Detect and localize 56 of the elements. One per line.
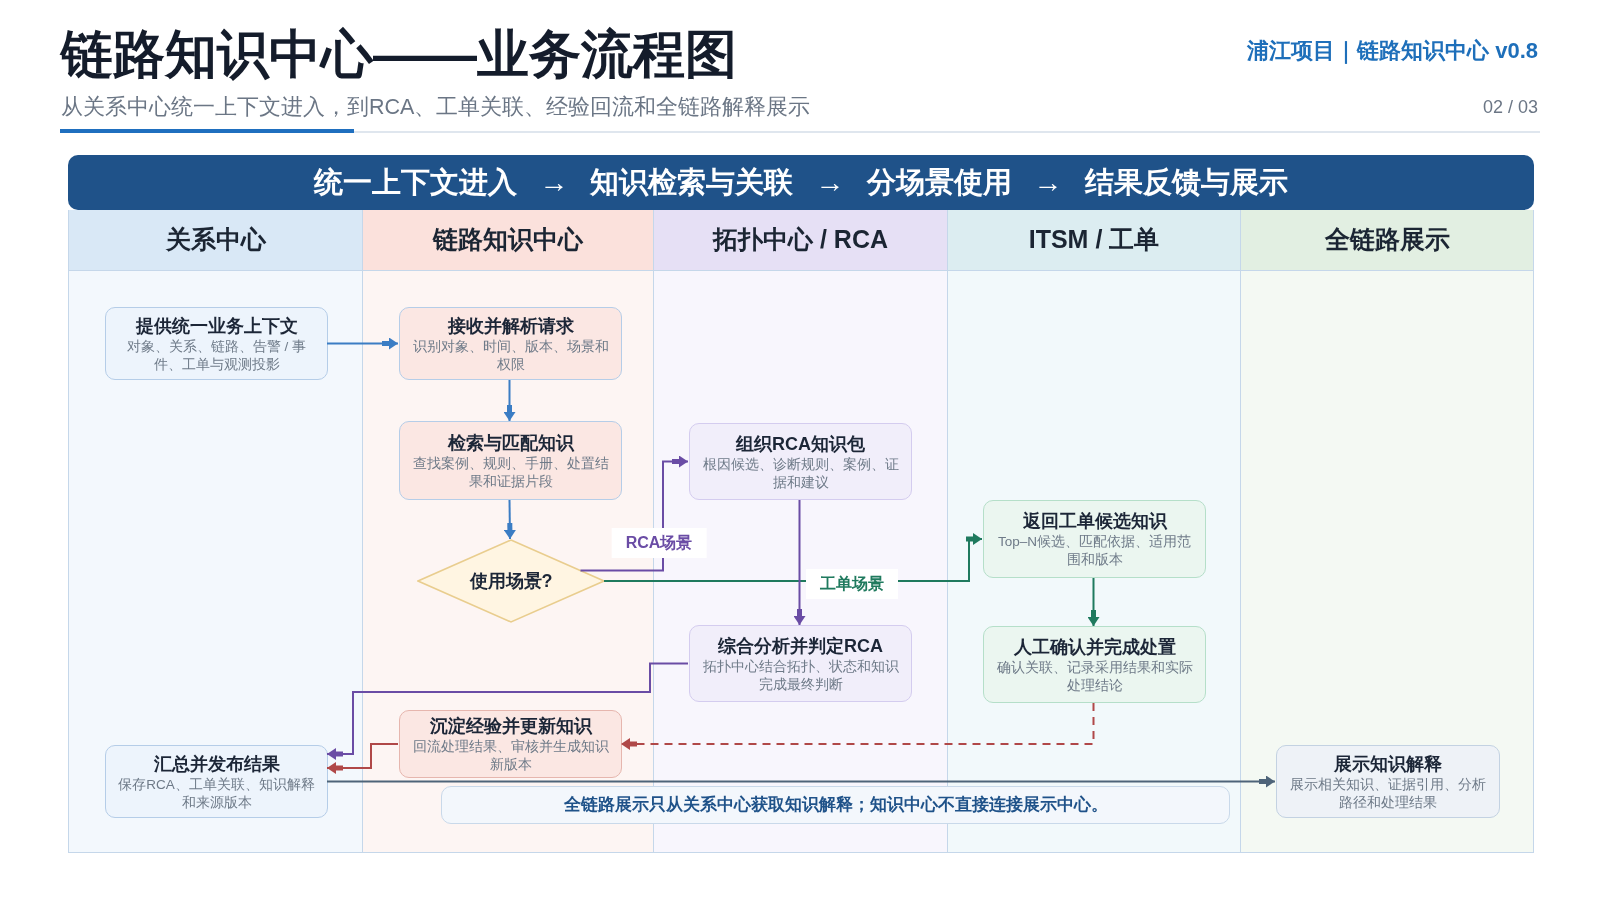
node-title: 展示知识解释 [1334,752,1442,776]
node-description: 展示相关知识、证据引用、分析路径和处理结果 [1289,775,1487,812]
flow-arrow [1087,577,1100,627]
node-description: 保存RCA、工单关联、知识解释和来源版本 [118,775,315,812]
process-box [399,421,622,500]
edge-label: RCA场景 [611,528,707,558]
banner: 统一上下文进入 → 知识检索与关联 → 分场景使用 → 结果反馈与展示 [68,155,1534,210]
node-description: 根因候选、诊断规则、案例、证据和建议 [702,455,899,492]
lane-title: 链路知识中心 [433,224,583,256]
page-title: 链路知识中心——业务流程图 [61,24,737,85]
swimlane [1240,210,1534,853]
process-box [689,625,912,702]
page-number: 02 / 03 [1482,96,1538,119]
header-tag: 浦江项目｜链路知识中心 v0.8 [1247,37,1538,65]
node-description: 确认关联、记录采用结果和实际处理结论 [996,658,1193,695]
flow-arrow [326,743,399,774]
node-title: 返回工单候选知识 [1022,510,1167,533]
lane-title: 关系中心 [165,224,266,256]
node-description: 识别对象、时间、版本、场景和权限 [412,337,609,374]
node-title: 人工确认并完成处置 [1013,635,1176,659]
lane-title: ITSM / 工单 [1028,224,1160,256]
node-title: 组织RCA知识包 [736,432,865,456]
node-title: 汇总并发布结果 [153,752,280,776]
flow-arrow [326,337,399,350]
process-box [105,745,328,818]
flow-arrow [793,499,806,626]
edge-label: 工单场景 [806,569,898,599]
flow-arrow [326,662,689,760]
process-box [983,500,1206,578]
flow-arrow [503,499,516,540]
dashed-arrow [620,702,1095,750]
node-description: 拓扑中心结合拓扑、状态和知识完成最终判断 [702,657,899,694]
node-title: 接收并解析请求 [447,314,574,338]
subtitle: 从关系中心统一上下文进入，到RCA、工单关联、经验回流和全链路解释展示 [61,94,811,121]
node-description: 对象、关系、链路、告警 / 事件、工单与观测投影 [125,337,308,374]
note-box: 全链路展示只从关系中心获取知识解释；知识中心不直接连接展示中心。 [441,786,1230,824]
node-description: 查找案例、规则、手册、处置结果和证据片段 [412,454,609,491]
node-title: 综合分析并判定RCA [718,634,883,658]
node-description: 回流处理结果、审核并生成知识新版本 [412,738,609,774]
swimlane [68,210,362,853]
process-box [1276,745,1500,818]
lane-title: 拓扑中心 / RCA [713,224,888,256]
flow-arrow [503,379,516,422]
node-description: Top–N候选、匹配依据、适用范围和版本 [997,533,1192,569]
lane-title: 全链路展示 [1324,224,1450,256]
node-title: 提供统一业务上下文 [135,314,298,338]
flow-arrow [326,775,1276,788]
process-box [105,307,328,380]
process-box [399,710,622,778]
process-box [399,307,622,380]
decision-diamond [417,539,605,623]
process-box [689,423,912,500]
node-title: 沉淀经验并更新知识 [429,715,592,738]
decision-label: 使用场景? [469,569,553,593]
process-box [983,626,1206,703]
node-title: 检索与匹配知识 [447,431,574,455]
